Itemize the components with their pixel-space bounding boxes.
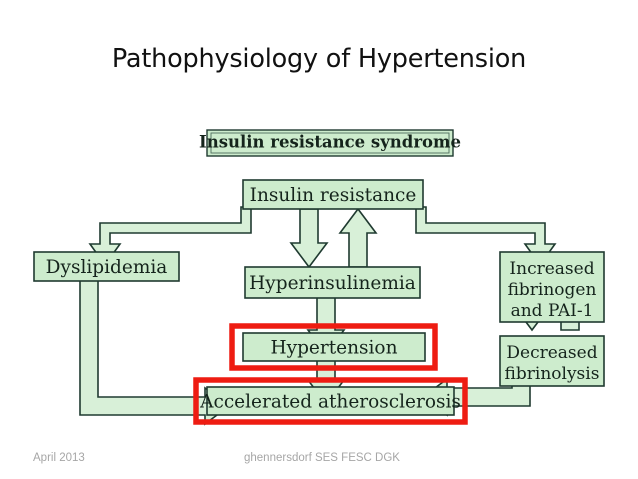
node-dyslipidemia[interactable]: Dyslipidemia	[33, 251, 180, 282]
node-box-insulin-resistance	[242, 179, 424, 210]
node-box-hyperinsulinemia	[244, 266, 421, 299]
node-hyperinsulinemia[interactable]: Hyperinsulinemia	[244, 266, 421, 299]
node-hypertension[interactable]: Hypertension	[242, 332, 426, 362]
node-increased-fibrinogen-pai1[interactable]: Increased fibrinogen and PAI-1	[499, 251, 605, 323]
footer-attribution: ghennersdorf SES FESC DGK	[244, 452, 400, 464]
node-label-atherosclerosis: Accelerated atherosclerosis	[199, 392, 461, 413]
node-decreased-fibrinolysis[interactable]: Decreased fibrinolysis	[499, 335, 605, 387]
node-label-fibrinogen-line3: and PAI-1	[511, 301, 594, 321]
node-insulin-resistance[interactable]: Insulin resistance	[242, 179, 424, 210]
highlight-rect-hypertension	[229, 323, 438, 371]
pathophysiology-diagram: Insulin resistance syndrome Insulin resi…	[0, 104, 638, 440]
node-accelerated-atherosclerosis[interactable]: Accelerated atherosclerosis	[199, 386, 461, 416]
node-insulin-resistance-syndrome[interactable]: Insulin resistance syndrome	[199, 129, 461, 157]
diagram-canvas: Insulin resistance syndrome Insulin resi…	[33, 129, 605, 426]
node-label-hypertension: Hypertension	[271, 338, 398, 359]
highlight-rect-atherosclerosis	[193, 377, 468, 425]
node-label-syndrome: Insulin resistance syndrome	[199, 133, 461, 152]
node-box-atherosclerosis	[206, 386, 455, 416]
node-box-syndrome-inner	[210, 132, 450, 154]
node-label-hyperinsulinemia: Hyperinsulinemia	[249, 273, 416, 294]
node-box-fibrinolysis	[499, 335, 605, 387]
node-label-dyslipidemia: Dyslipidemia	[46, 257, 168, 278]
node-label-insulin-resistance: Insulin resistance	[250, 185, 417, 206]
node-label-fibrinogen-line2: fibrinogen	[508, 280, 597, 300]
edge-insulin-resistance-to-hyperinsulinemia-down	[289, 208, 329, 269]
node-label-fibrinolysis-line1: Decreased	[506, 343, 597, 363]
node-box-fibrinogen	[499, 251, 605, 323]
edge-hyperinsulinemia-to-insulin-resistance-up	[338, 207, 378, 268]
node-label-fibrinolysis-line2: fibrinolysis	[505, 364, 600, 384]
node-label-fibrinogen-line1: Increased	[509, 259, 594, 279]
node-box-dyslipidemia	[33, 251, 180, 282]
footer-date: April 2013	[33, 452, 85, 464]
node-box-hypertension	[242, 332, 426, 362]
page-title: Pathophysiology of Hypertension	[111, 44, 527, 74]
